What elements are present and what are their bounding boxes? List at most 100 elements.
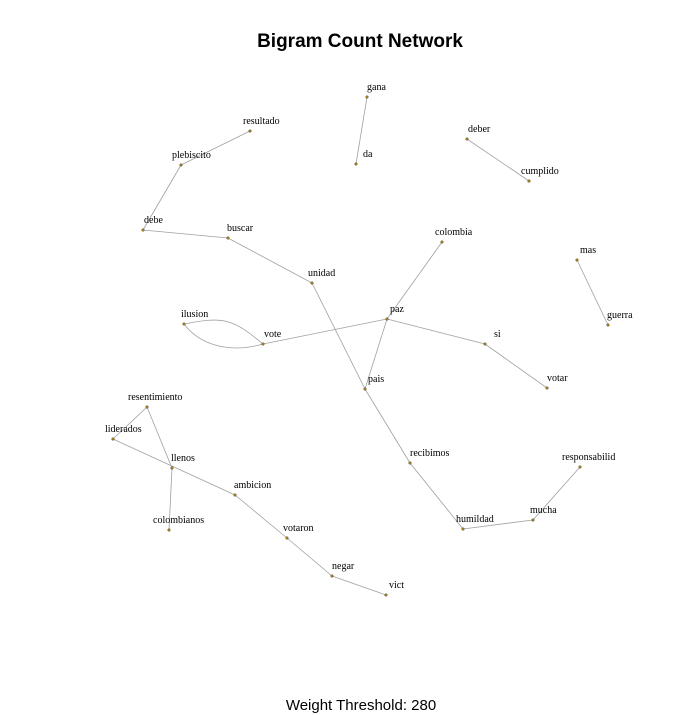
edge-resultado-plebiscito (180, 130, 251, 166)
node-dot-mucha (531, 518, 535, 522)
node-humildad: humildad (456, 514, 494, 531)
node-dot-debe (141, 228, 145, 232)
edge-si-votar (484, 343, 548, 389)
node-da: da (354, 149, 373, 166)
node-negar: negar (330, 561, 355, 578)
edge-pais-recibimos (364, 388, 411, 464)
node-label-recibimos: recibimos (410, 448, 450, 459)
node-dot-cumplido (527, 179, 531, 183)
node-dot-mas (575, 258, 579, 262)
edge-llenos-colombianos (168, 467, 173, 531)
node-label-si: si (494, 329, 501, 340)
edge-ambicion-votaron (234, 494, 288, 539)
edge-mas-guerra (576, 259, 609, 326)
node-label-liderados: liderados (105, 424, 142, 435)
node-deber: deber (465, 124, 491, 141)
node-dot-ilusion (182, 322, 186, 326)
node-votar: votar (545, 373, 568, 390)
node-label-cumplido: cumplido (521, 166, 559, 177)
node-responsabilid: responsabilid (562, 452, 615, 469)
edge-mucha-responsabilid (532, 466, 581, 521)
edge-plebiscito-debe (142, 164, 182, 231)
edge-humildad-mucha (462, 519, 534, 530)
edge-vote-paz (262, 318, 388, 345)
edge-negar-vict (331, 575, 387, 596)
node-ambicion: ambicion (233, 480, 271, 497)
nodes-layer: gana da resultado plebiscito deber cumplido de… (105, 82, 633, 597)
node-dot-negar (330, 574, 334, 578)
node-dot-vote (261, 342, 265, 346)
node-resentimiento: resentimiento (128, 392, 182, 409)
node-dot-recibimos (408, 461, 412, 465)
edge-recibimos-humildad (409, 462, 464, 530)
node-dot-da (354, 162, 358, 166)
node-plebiscito: plebiscito (172, 150, 211, 167)
node-mucha: mucha (530, 505, 557, 522)
weight-threshold-caption: Weight Threshold: 280 (286, 697, 436, 714)
edge-paz-pais (364, 318, 388, 390)
node-dot-votar (545, 386, 549, 390)
edges-layer (112, 96, 609, 596)
node-dot-resultado (248, 129, 252, 133)
node-votaron: votaron (283, 523, 314, 540)
node-label-votar: votar (547, 373, 568, 384)
node-label-buscar: buscar (227, 223, 254, 234)
edge-gana-da (355, 96, 368, 165)
node-label-vict: vict (389, 580, 404, 591)
node-label-mas: mas (580, 245, 596, 256)
node-gana: gana (365, 82, 386, 99)
node-dot-plebiscito (179, 163, 183, 167)
node-dot-deber (465, 137, 469, 141)
edge-liderados-ambicion (112, 438, 236, 496)
node-dot-vict (384, 593, 388, 597)
node-dot-paz (385, 317, 389, 321)
edge-unidad-pais (311, 282, 366, 390)
node-debe: debe (141, 215, 163, 232)
node-label-pais: pais (368, 374, 384, 385)
node-dot-liderados (111, 437, 115, 441)
node-dot-responsabilid (578, 465, 582, 469)
node-label-llenos: llenos (171, 453, 195, 464)
edge-buscar-unidad (227, 237, 313, 284)
node-label-debe: debe (144, 215, 163, 226)
node-label-votaron: votaron (283, 523, 314, 534)
node-label-deber: deber (468, 124, 491, 135)
node-si: si (483, 329, 501, 346)
edge-resentimiento-llenos (146, 406, 173, 469)
node-label-resultado: resultado (243, 116, 280, 127)
node-label-unidad: unidad (308, 268, 335, 279)
node-pais: pais (363, 374, 384, 391)
node-label-mucha: mucha (530, 505, 557, 516)
node-dot-resentimiento (145, 405, 149, 409)
node-label-colombia: colombia (435, 227, 473, 238)
edge-colombia-paz (386, 241, 443, 320)
node-label-vote: vote (264, 329, 282, 340)
node-llenos: llenos (170, 453, 195, 470)
node-dot-colombianos (167, 528, 171, 532)
edge-paz-si (386, 318, 486, 345)
node-dot-pais (363, 387, 367, 391)
node-recibimos: recibimos (408, 448, 450, 465)
node-dot-gana (365, 95, 369, 99)
edge-debe-buscar (142, 229, 229, 239)
node-mas: mas (575, 245, 596, 262)
node-label-resentimiento: resentimiento (128, 392, 182, 403)
node-dot-colombia (440, 240, 444, 244)
node-vote: vote (261, 329, 282, 346)
edge-ilusion-vote-lower (183, 323, 264, 349)
node-liderados: liderados (105, 424, 142, 441)
node-label-paz: paz (390, 304, 404, 315)
edge-deber-cumplido (466, 138, 530, 182)
node-paz: paz (385, 304, 404, 321)
node-ilusion: ilusion (181, 309, 208, 326)
node-dot-guerra (606, 323, 610, 327)
node-label-plebiscito: plebiscito (172, 150, 211, 161)
node-dot-llenos (170, 466, 174, 470)
node-label-negar: negar (332, 561, 355, 572)
node-dot-buscar (226, 236, 230, 240)
diagram-title: Bigram Count Network (257, 31, 463, 52)
node-label-ambicion: ambicion (234, 480, 271, 491)
node-dot-votaron (285, 536, 289, 540)
